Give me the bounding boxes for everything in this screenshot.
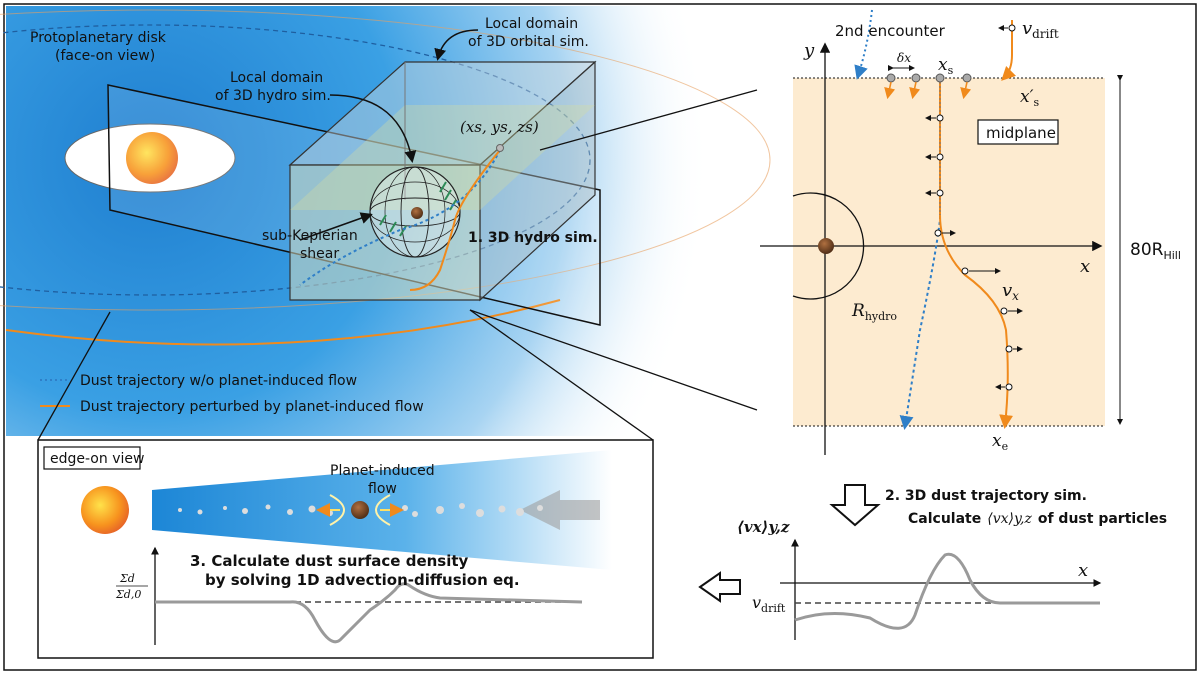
flow-label-1: Planet-induced [330,463,435,479]
disk-label-1: Protoplanetary disk [30,30,167,46]
hydro-pointer-arrow [329,94,417,163]
density-curve [155,582,583,644]
planet-icon-midplane [818,238,834,254]
face-on-disk [0,6,771,436]
hydro-label-1: Local domain [230,70,323,86]
mean-vx-curve [794,552,1100,630]
zoom-line-left [37,311,111,441]
encounter-label: 2nd encounter [835,22,946,40]
orbital-label-2: of 3D orbital sim. [468,34,589,50]
planet-icon-edge [351,501,369,519]
step3-line1: 3. Calculate dust surface density [190,552,469,570]
legend: Dust trajectory w/o planet-induced flow … [40,373,424,415]
step2-line1: 2. 3D dust trajectory sim. [885,488,1087,504]
mean-vx-plot: ⟨vx⟩y,z x vdrift [737,518,1102,640]
outer-frame [3,3,1197,671]
velocity-markers [925,24,1023,391]
mean-plot-ylabel: ⟨vx⟩y,z [737,518,790,536]
density-ylabel-num: Σd [119,572,135,585]
second-encounter-path [854,9,873,80]
edge-on-view: edge-on view Planet-induced flow [43,446,612,570]
edge-on-label: edge-on view [50,451,144,467]
left-arrow-icon [698,571,741,603]
seed-particles [884,65,972,100]
orange-trajectory-3d [409,149,501,291]
step1-label: 1. 3D hydro sim. [468,230,598,246]
mean-plot-xlabel: x [1078,560,1088,581]
blue-trajectory-3d [299,149,501,286]
orbital-pointer-arrow [434,29,479,61]
flow-label-2: flow [368,481,397,497]
vx-label: vx [1002,280,1019,303]
rhill-label: 80RHill [1130,240,1181,262]
orbital-label-1: Local domain [485,16,578,32]
zoom-line-right [469,309,654,441]
inflow-arrow-icon [520,490,600,530]
delta-x-label: δx [897,51,911,65]
midplane-panel: midplane 2nd encounter vdrift y x δx xs … [760,9,1181,455]
xs-prime-label: x′s [1020,87,1039,109]
disk-label-2: (face-on view) [55,48,155,64]
xs-label: xs [938,55,954,77]
density-ylabel-den: Σd,0 [115,588,141,601]
orbital-domain-box [107,60,601,326]
surface-density-plot: Σd Σd,0 3. Calculate dust surface densit… [115,546,583,645]
hydro-label-2: of 3D hydro sim. [215,88,331,104]
mean-plot-vdrift: vdrift [752,593,786,615]
xe-label: xe [992,431,1008,453]
step2-block: 2. 3D dust trajectory sim. Calculate⟨vx⟩… [829,484,1167,527]
rhydro-label: Rhydro [851,301,897,323]
star-icon [126,132,178,184]
star-icon-edge [81,486,129,534]
midplane-label: midplane [986,124,1056,142]
start-point-label: (xs, ys, zs) [460,118,539,136]
hydro-radius-circle [792,192,865,300]
connector-top [539,89,758,151]
edge-on-label-box [43,446,141,470]
drift-inflow-path [1001,20,1017,81]
step3-line2: by solving 1D advection-diffusion eq. [205,571,520,589]
connector-bottom [469,309,758,411]
start-particle [496,144,504,152]
shear-label-1: sub-Keplerian [262,228,358,244]
vdrift-label: vdrift [1022,18,1059,41]
y-axis-label: y [803,40,815,61]
legend-blue-label: Dust trajectory w/o planet-induced flow [80,373,357,389]
planet-icon [411,207,423,219]
orange-trajectory-midplane [939,78,1014,429]
legend-orange-label: Dust trajectory perturbed by planet-indu… [80,399,424,415]
down-arrow-icon [829,484,881,527]
x-axis-label: x [1080,256,1090,277]
shear-label-2: shear [300,246,339,262]
midplane-box [977,119,1059,145]
shear-pointer-arrow [299,212,373,241]
hydro-sphere [369,166,461,258]
